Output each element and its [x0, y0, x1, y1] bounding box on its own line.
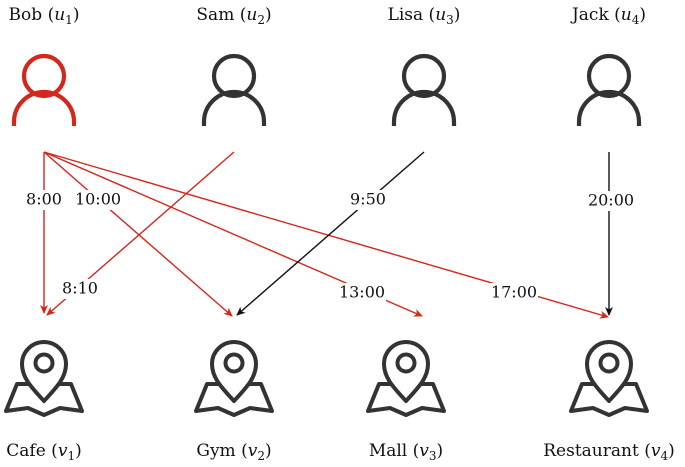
node-name: Sam	[196, 5, 234, 25]
edge-time-label: 13:00	[339, 283, 385, 302]
edge: 9:50	[236, 151, 425, 316]
node-label: Cafe (v1)	[6, 441, 81, 463]
node-label: Sam (u2)	[196, 5, 271, 27]
node-name: Jack	[570, 5, 609, 25]
node-symbol: v	[651, 441, 661, 461]
node-name: Gym	[196, 441, 235, 461]
edge-time-label: 10:00	[75, 190, 121, 209]
node-name: Mall	[369, 441, 407, 461]
node-index: 4	[660, 449, 668, 463]
map-pin-icon	[194, 340, 274, 417]
edge: 20:00	[587, 152, 635, 316]
person-icon	[391, 53, 457, 126]
node-name: Lisa	[388, 5, 424, 25]
node-symbol: v	[419, 441, 429, 461]
node-label: Mall (v3)	[369, 441, 443, 463]
edge: 13:00	[43, 151, 423, 317]
venue-node-cafe: Cafe (v1)	[4, 340, 84, 463]
node-label: Restaurant (v4)	[543, 441, 674, 463]
edge-time-label: 8:00	[26, 190, 62, 209]
edge-time-label: 8:10	[62, 279, 98, 298]
edge-label-background	[490, 283, 538, 303]
venues-layer: Cafe (v1) Gym (v2) Mall (v3) Restaurant (v4…	[4, 340, 675, 463]
node-label: Bob (u1)	[9, 5, 80, 27]
user-node-jack: Jack (u4)	[570, 5, 646, 126]
edge-label-background	[587, 191, 635, 211]
person-icon	[11, 53, 77, 126]
venue-node-mall: Mall (v3)	[366, 340, 446, 463]
node-symbol: u	[54, 5, 65, 25]
node-name: Restaurant	[543, 441, 639, 461]
node-symbol: u	[435, 5, 446, 25]
venue-node-gym: Gym (v2)	[194, 340, 274, 463]
venue-node-restaurant: Restaurant (v4)	[543, 340, 675, 463]
node-name: Bob	[9, 5, 43, 25]
map-pin-icon	[569, 340, 649, 417]
map-pin-icon	[366, 340, 446, 417]
edges-layer: 8:00 10:00 13:00 17:00 8:10 9:50 20:00	[24, 151, 635, 319]
edge: 10:00	[43, 151, 233, 317]
node-index: 3	[446, 13, 454, 27]
node-index: 1	[65, 13, 73, 27]
edge: 8:10	[46, 151, 235, 316]
edge-time-label: 9:50	[350, 190, 386, 209]
edge-time-label: 17:00	[491, 283, 537, 302]
node-index: 2	[257, 449, 265, 463]
user-node-sam: Sam (u2)	[196, 5, 272, 126]
edge-label-background	[24, 190, 64, 210]
users-layer: Bob (u1) Sam (u2) Lisa (u3) Jack (u4)	[9, 5, 646, 126]
user-node-lisa: Lisa (u3)	[388, 5, 461, 126]
person-icon	[576, 53, 642, 126]
edge-label-background	[60, 279, 100, 299]
node-label: Lisa (u3)	[388, 5, 461, 27]
node-label: Gym (v2)	[196, 441, 271, 463]
node-name: Cafe	[6, 441, 46, 461]
edge-label-background	[338, 283, 386, 303]
node-index: 4	[632, 13, 640, 27]
edge-arrow	[236, 151, 425, 316]
edge-time-label: 20:00	[588, 191, 634, 210]
node-symbol: u	[246, 5, 257, 25]
node-index: 2	[257, 13, 265, 27]
edge-label-background	[74, 190, 122, 210]
person-icon	[201, 53, 267, 126]
node-index: 1	[67, 449, 75, 463]
edge: 17:00	[43, 151, 609, 319]
edge: 8:00	[24, 152, 64, 314]
edge-arrow	[43, 151, 233, 317]
node-symbol: v	[58, 441, 68, 461]
node-symbol: u	[621, 5, 632, 25]
node-symbol: v	[248, 441, 258, 461]
node-index: 3	[429, 449, 437, 463]
edge-label-background	[348, 190, 388, 210]
node-label: Jack (u4)	[570, 5, 646, 27]
user-node-bob: Bob (u1)	[9, 5, 80, 126]
map-pin-icon	[4, 340, 84, 417]
